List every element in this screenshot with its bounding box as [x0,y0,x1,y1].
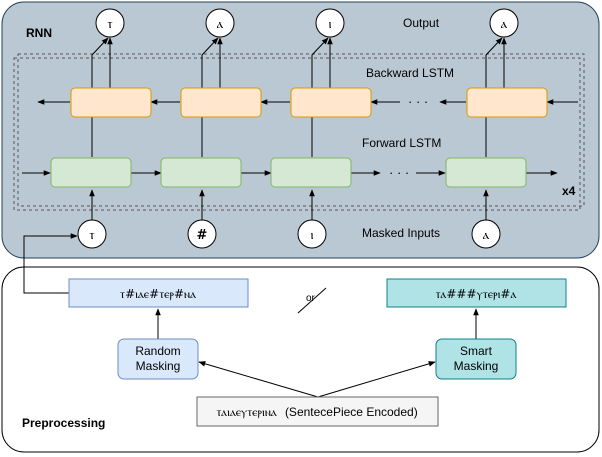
backward-ellipsis: · · · [408,94,428,109]
smart-masking-label-line1: Smart [460,344,493,358]
random-masked-output-box [68,278,249,308]
input-token-0: ⲧ [89,228,95,243]
forward-lstm-label: Forward LSTM [362,136,441,150]
random-masking-label-line2: Masking [136,359,181,373]
backward-lstm-cell-2 [290,87,372,118]
or-label: or [306,293,316,304]
output-node-1: ⲁ [205,8,235,38]
output-label: Output [403,16,440,30]
layer-stack-frame [13,57,581,211]
source-sequence-note: (SentecePiece Encoded) [285,405,418,419]
source-to-random-masking-arrow [198,361,319,398]
output-node-2: ⲓ [315,8,345,38]
input-node-0: ⲧ [77,219,107,249]
random-masked-output-text: ⲧ#ⲓⲁⲉ#ⲧⲉⲣ#ⲛⲁ [120,287,196,301]
output-token-2: ⲓ [328,17,331,32]
forward-lstm-cell-0 [50,157,132,188]
smart-masking-box [435,338,517,380]
masked-inputs-label: Masked Inputs [362,226,440,240]
or-separator-line [297,287,327,314]
random-masking-box [117,338,199,380]
forward-lstm-cell-3 [445,157,527,188]
smart-masked-output-box [386,278,567,308]
input-node-2: ⲓ [297,219,327,249]
backward-lstm-cell-1 [180,87,262,118]
rnn-container [1,1,600,259]
input-node-1: # [187,219,217,249]
input-token-1: # [197,228,208,243]
random-masking-label-line1: Random [135,344,180,358]
input-token-2: ⲓ [310,228,313,243]
forward-lstm-cell-2 [270,157,352,188]
preprocessing-container [1,266,600,453]
forward-to-output-1 [201,37,219,157]
forward-to-output-2 [311,37,329,157]
source-sequence-text: ⲧⲁⲓⲁⲉⲩⲧⲉⲣⲓⲛⲁ [216,405,277,419]
rnn-title: RNN [26,26,52,40]
preprocessing-title: Preprocessing [22,416,105,430]
smart-masked-output-text: ⲧⲁ###ⲩⲧⲉⲣⲓ#ⲁ [436,287,517,301]
source-sequence-box [196,396,439,427]
backward-lstm-label: Backward LSTM [366,66,454,80]
smart-masking-label-line2: Masking [454,359,499,373]
output-token-0: ⲧ [107,17,113,32]
output-node-3: ⲁ [489,8,519,38]
output-node-0: ⲧ [95,8,125,38]
input-node-3: ⲁ [471,219,501,249]
backward-lstm-cell-3 [466,87,548,118]
layer-repeat-label: x4 [562,184,576,198]
layer-stack-frame-back [17,53,585,207]
source-to-smart-masking-arrow [317,361,436,398]
backward-lstm-cell-0 [70,87,152,118]
source-sequence-line: ⲧⲁⲓⲁⲉⲩⲧⲉⲣⲓⲛⲁ (SentecePiece Encoded) [216,405,417,419]
input-token-3: ⲁ [483,228,490,243]
output-token-3: ⲁ [501,17,508,32]
forward-ellipsis: · · · [389,165,409,180]
forward-to-output-3 [485,37,503,157]
output-token-1: ⲁ [217,17,224,32]
forward-to-output-0 [91,37,109,157]
forward-lstm-cell-1 [160,157,242,188]
masked-sequence-to-input-arrow [23,233,78,294]
